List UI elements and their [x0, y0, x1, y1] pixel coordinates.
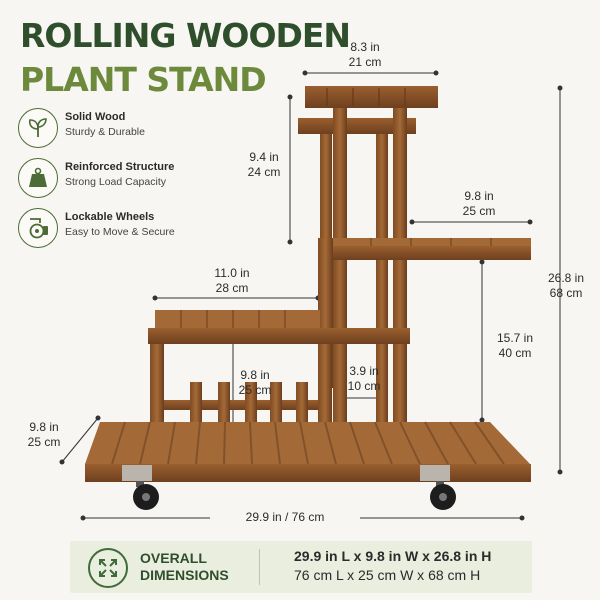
wheel-front-left: [133, 481, 159, 510]
feature-title: Reinforced Structure: [65, 161, 175, 173]
leaf-icon: [18, 108, 58, 148]
banner-divider: [259, 549, 260, 585]
feature-title: Solid Wood: [65, 111, 126, 123]
feature-lockable-wheels: Lockable Wheels Easy to Move & Secure: [18, 208, 238, 256]
feature-subtitle: Strong Load Capacity: [65, 176, 166, 188]
feature-solid-wood: Solid Wood Sturdy & Durable: [18, 108, 238, 156]
weight-icon: [18, 158, 58, 198]
banner-values: 29.9 in L x 9.8 in W x 26.8 in H 76 cm L…: [294, 547, 491, 585]
feature-title: Lockable Wheels: [65, 211, 155, 223]
feature-subtitle: Sturdy & Durable: [65, 126, 145, 138]
wheel-icon: [18, 208, 58, 248]
imperial-dimensions: 29.9 in L x 9.8 in W x 26.8 in H: [294, 548, 492, 564]
overall-dimensions-banner: OVERALL DIMENSIONS 29.9 in L x 9.8 in W …: [70, 541, 532, 593]
title-line-1: ROLLING WOODEN: [20, 16, 351, 55]
expand-arrows-icon: [88, 548, 128, 588]
title-line-2: PLANT STAND: [20, 60, 267, 99]
stand-structure: [85, 86, 531, 482]
wheel-front-right: [430, 481, 456, 510]
page-title: ROLLING WOODEN PLANT STAND: [20, 14, 351, 102]
feature-subtitle: Easy to Move & Secure: [65, 226, 175, 238]
metric-dimensions: 76 cm L x 25 cm W x 68 cm H: [294, 567, 481, 583]
dim-total-length: 29.9 in / 76 cm: [210, 510, 360, 525]
banner-label: OVERALL DIMENSIONS: [140, 550, 229, 583]
feature-reinforced-structure: Reinforced Structure Strong Load Capacit…: [18, 158, 238, 206]
